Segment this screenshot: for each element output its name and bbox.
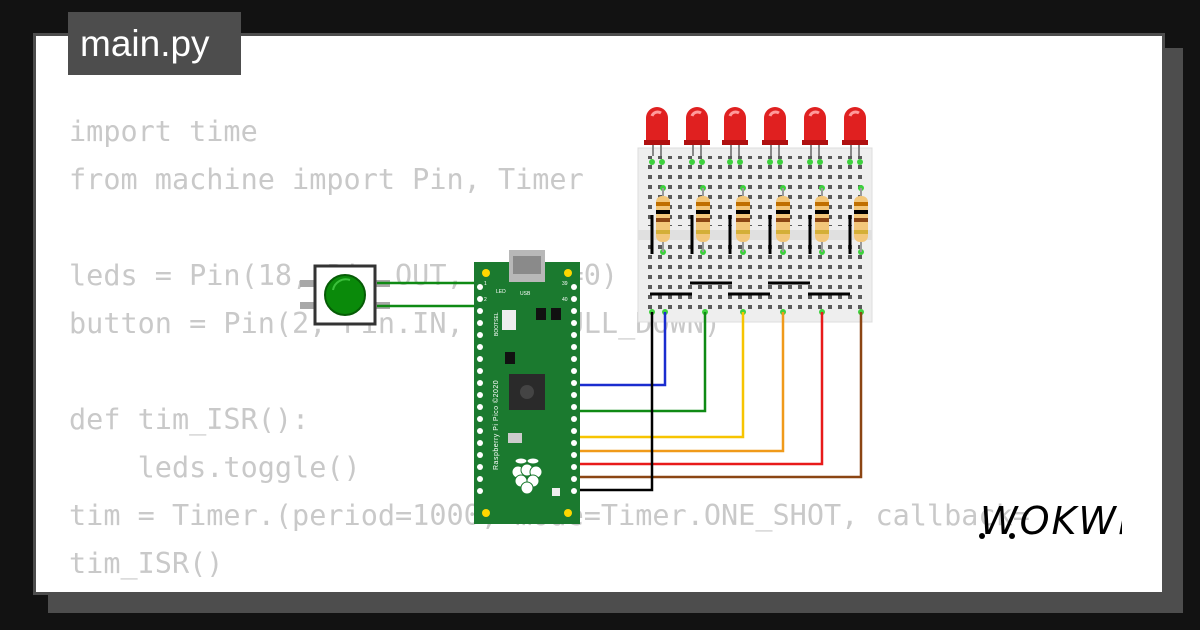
resistor-array [656, 188, 868, 252]
red-led[interactable] [644, 107, 670, 156]
red-led[interactable] [762, 107, 788, 156]
breadboard-jumpers [650, 215, 852, 296]
resistor [696, 188, 710, 252]
code-line: tim_ISR() [69, 547, 224, 580]
resistor [776, 188, 790, 252]
resistor [854, 188, 868, 252]
pico-board[interactable]: Raspberry Pi Pico ©2020 BOOTSEL USB LED … [474, 250, 580, 524]
resistor [736, 188, 750, 252]
red-led[interactable] [684, 107, 710, 156]
file-tab[interactable]: main.py [68, 12, 241, 75]
raspberry-logo-icon [511, 457, 543, 495]
raspberry-chip-icon [520, 385, 534, 399]
wokwi-logo-text: WOKWi [980, 499, 1122, 543]
bootsel-label: BOOTSEL [494, 312, 500, 336]
code-line: def tim_ISR(): [69, 403, 310, 436]
wokwi-logo: WOKWi [942, 486, 1148, 546]
resistor [815, 188, 829, 252]
pin40-label: 40 [562, 297, 568, 303]
code-line: leds.toggle() [69, 451, 361, 484]
led-label: LED [496, 289, 506, 295]
code-line: from machine import Pin, Timer [69, 163, 584, 196]
usb-label: USB [520, 291, 531, 297]
pin2-label: 2 [484, 297, 487, 303]
breadboard [637, 147, 873, 323]
board-name-label: Raspberry Pi Pico ©2020 [492, 380, 500, 470]
red-led[interactable] [842, 107, 868, 156]
preview-card: import time from machine import Pin, Time… [33, 33, 1165, 595]
button-wires [377, 281, 480, 308]
pin39-label: 39 [562, 281, 568, 287]
wokwi-logo-mark: WOKWi [979, 499, 1148, 543]
led-array [644, 107, 868, 156]
resistor [656, 188, 670, 252]
red-led[interactable] [802, 107, 828, 156]
pin1-label: 1 [484, 281, 487, 287]
signal-wires [572, 312, 863, 492]
pushbutton[interactable] [300, 264, 390, 326]
code-line: import time [69, 115, 258, 148]
red-led[interactable] [722, 107, 748, 156]
code-listing: import time from machine import Pin, Time… [69, 108, 1030, 588]
